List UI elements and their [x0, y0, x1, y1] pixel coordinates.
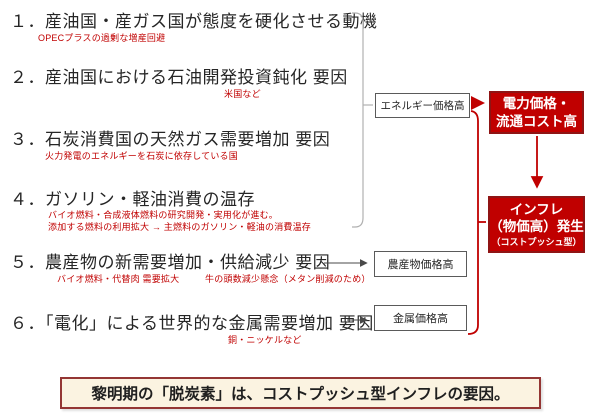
item-3-number: ３． [10, 130, 45, 149]
item-2-number: ２． [10, 68, 45, 87]
item-2-heading: ２．産油国における石油開発投資鈍化 要因 [10, 63, 348, 88]
metal-price-box: 金属価格高 [374, 305, 467, 331]
inflation-box: インフレ （物価高）発生 （コストプッシュ型） [488, 196, 585, 253]
red-brace-prices-to-inflation [467, 110, 479, 335]
inflation-line-1: インフレ [509, 201, 564, 217]
conclusion-banner: 黎明期の「脱炭素」は、コストプッシュ型インフレの要因。 [60, 377, 541, 409]
power-cost-box: 電力価格・ 流通コスト高 [489, 91, 584, 134]
item-1-title: 産油国・産ガス国が態度を硬化させる動機 [45, 12, 378, 31]
item-1-heading: １．産油国・産ガス国が態度を硬化させる動機 [10, 7, 378, 32]
inflation-line-3: （コストプッシュ型） [491, 236, 582, 247]
item-4-heading: ４．ガソリン・軽油消費の温存 [10, 185, 255, 210]
power-cost-line-1: 電力価格・ [502, 95, 571, 111]
item-3-note: 火力発電のエネルギーを石炭に依存している国 [45, 151, 238, 161]
item-4-number: ４． [10, 190, 45, 209]
item-6-heading: ６．「電化」による世界的な金属需要増加 要因 [10, 309, 374, 334]
inflation-line-2: （物価高）発生 [489, 219, 584, 235]
item-6-title: 「電化」による世界的な金属需要増加 要因 [45, 314, 374, 333]
item-3-heading: ３．石炭消費国の天然ガス需要増加 要因 [10, 125, 330, 150]
energy-price-box: エネルギー価格高 [375, 93, 470, 118]
item-6-note: 銅・ニッケルなど [228, 335, 302, 345]
power-cost-line-2: 流通コスト高 [496, 113, 577, 129]
item-6-number: ６． [10, 314, 45, 333]
item-4-title: ガソリン・軽油消費の温存 [45, 190, 255, 209]
item-5-note-1: バイオ燃料・代替肉 需要拡大 [57, 274, 180, 284]
item-1-note: OPECプラスの過剰な増産回避 [38, 33, 166, 43]
item-3-title: 石炭消費国の天然ガス需要増加 要因 [45, 130, 331, 149]
item-2-note: 米国など [224, 89, 261, 99]
item-5-heading: ５．農産物の新需要増加・供給減少 要因 [10, 248, 330, 273]
item-2-title: 産油国における石油開発投資鈍化 要因 [45, 68, 348, 87]
item-1-number: １． [10, 12, 45, 31]
item-5-title: 農産物の新需要増加・供給減少 要因 [45, 253, 331, 272]
item-5-note-2: 牛の頭数減少懸念（メタン削減のため） [205, 274, 371, 284]
item-5-number: ５． [10, 253, 45, 272]
item-4-note-1: バイオ燃料・合成液体燃料の研究開発・実用化が進む。 [48, 210, 279, 220]
item-4-note-2: 添加する燃料の利用拡大 → 主燃料のガソリン・軽油の消費温存 [48, 222, 312, 232]
agri-price-box: 農産物価格高 [374, 251, 467, 277]
bracket-items1-4 [352, 12, 364, 228]
